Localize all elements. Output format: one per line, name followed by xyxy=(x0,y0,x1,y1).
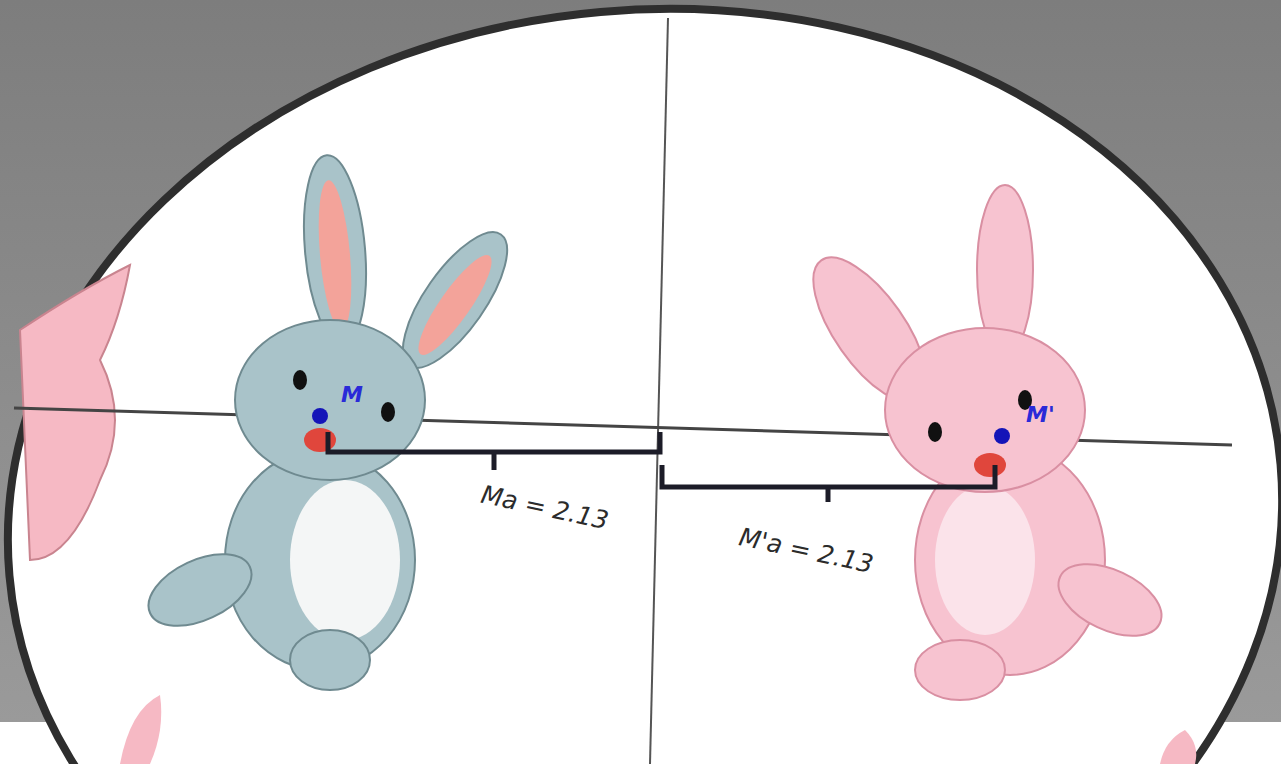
mirror-line xyxy=(650,18,668,764)
edge-bunny-part xyxy=(120,695,161,764)
pink-bunny xyxy=(793,185,1173,700)
point-label: M xyxy=(341,382,363,407)
gray-bunny xyxy=(137,153,525,690)
distance-bracket xyxy=(662,465,995,502)
point-m-prime xyxy=(994,428,1010,444)
distance-bracket xyxy=(328,432,660,470)
point-label: M' xyxy=(1026,402,1055,427)
edge-bunny-part xyxy=(1160,730,1196,764)
point-m xyxy=(312,408,328,424)
